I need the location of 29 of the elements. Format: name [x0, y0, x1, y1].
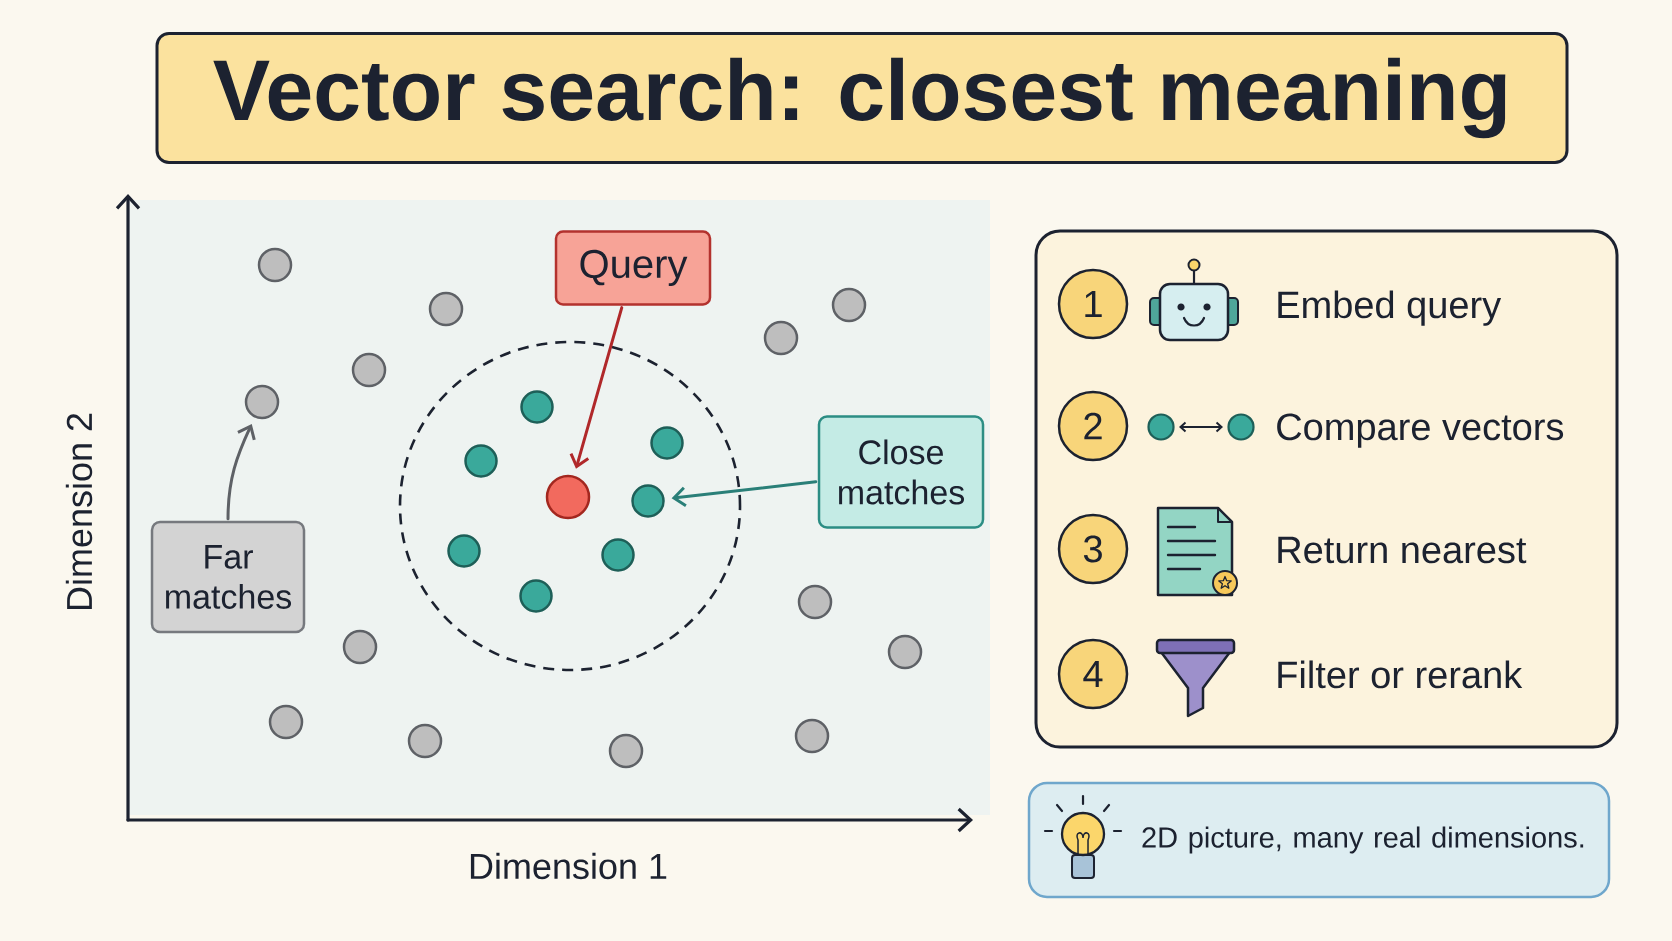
arrow — [569, 306, 624, 469]
data-point — [268, 704, 304, 740]
data-point — [244, 384, 280, 420]
steps-panel — [1034, 229, 1619, 749]
arrow — [226, 423, 256, 521]
data-point — [608, 733, 644, 769]
callout-box: Far matches — [150, 520, 306, 634]
data-point — [831, 287, 867, 323]
axis-label: Dimension 2 — [65, 413, 93, 610]
data-point — [257, 247, 293, 283]
arrow — [671, 480, 818, 507]
data-point — [342, 629, 378, 665]
callout-box: Close matches — [817, 415, 985, 529]
title-banner: Vector search: closest meaning — [155, 31, 1569, 164]
axis-label: Dimension 1 — [470, 852, 667, 880]
step-label: Compare vectors — [1277, 413, 1564, 448]
data-point — [763, 320, 799, 356]
step-label: Filter or rerank — [1278, 660, 1523, 689]
data-point — [887, 634, 923, 670]
step-label: Embed query — [1278, 290, 1502, 326]
data-point — [407, 723, 443, 759]
step-label: Return nearest — [1278, 536, 1527, 564]
query-point — [545, 474, 591, 520]
data-point — [351, 352, 387, 388]
note-box: 2D picture, many real dimensions. — [1027, 781, 1611, 899]
data-point — [794, 718, 830, 754]
data-point — [797, 584, 833, 620]
query-box: Query — [554, 230, 712, 306]
data-point — [428, 291, 464, 327]
